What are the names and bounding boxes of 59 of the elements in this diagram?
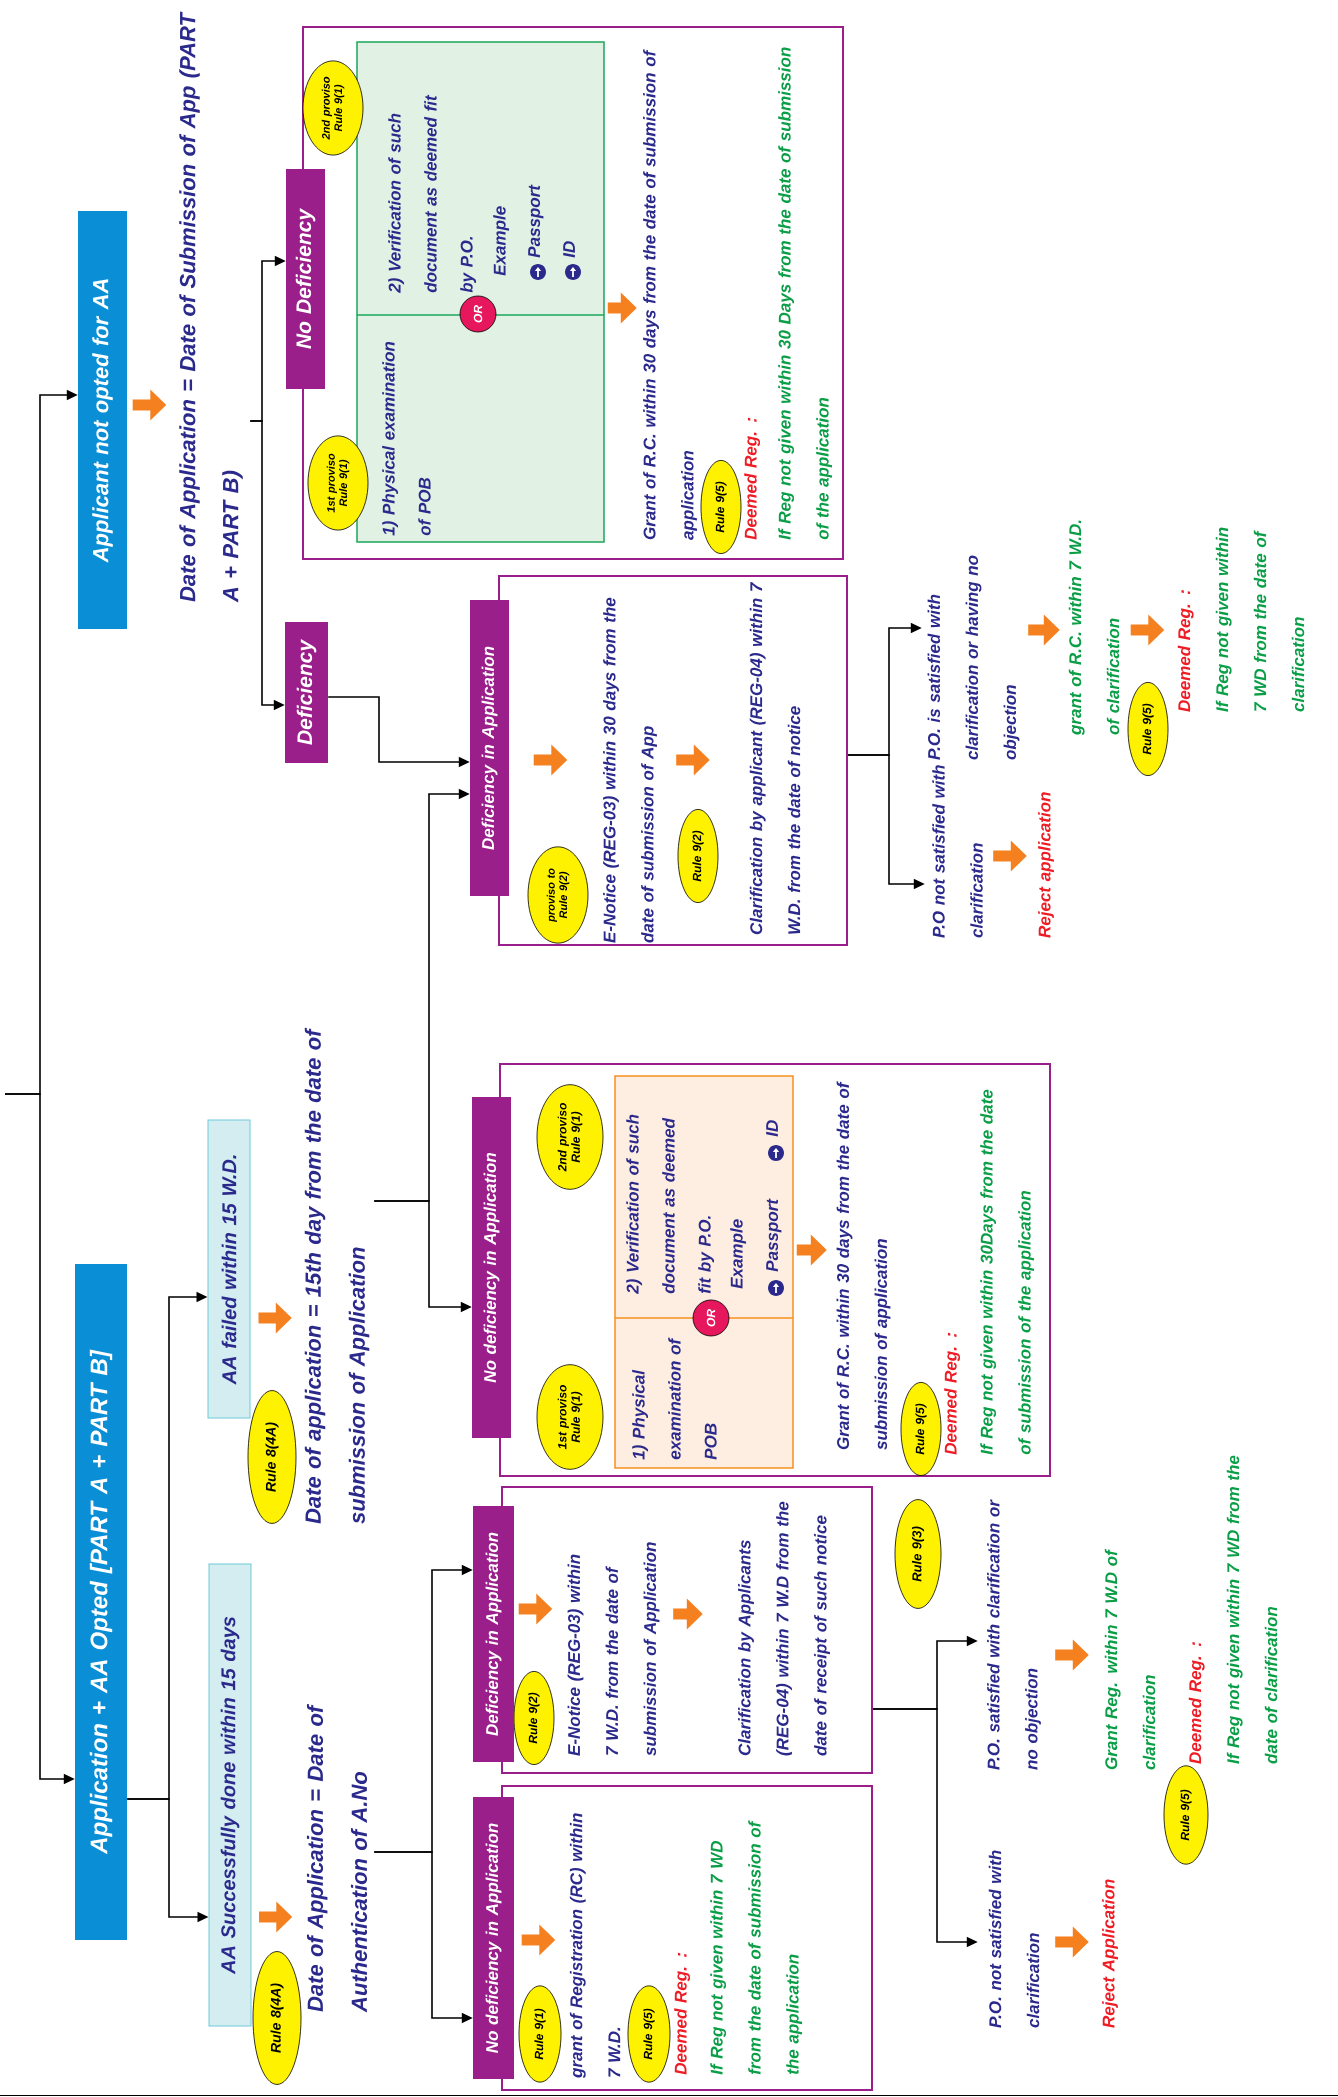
option-text: 2) Verification of such document as deemed fit by P.O. <box>388 94 477 294</box>
option-panel <box>614 1075 794 1469</box>
rule-badge: Rule 8(4A) <box>252 1951 302 2085</box>
stage-banner: Application + AA Opted [PART A + PART B] <box>75 1264 127 1940</box>
step-text: Reject Application <box>1102 1879 1118 2028</box>
rule-badge: Rule 9(2) <box>677 809 719 903</box>
step-text: Date of application = 15th day from the date of submission of Application <box>304 1027 370 1524</box>
step-text: Grant Reg. within 7 W.D of clarification <box>1104 1548 1156 1770</box>
step-text: Grant of R.C. within 30 days from the date of submission of application <box>836 1081 891 1450</box>
heading-tab: No deficiency in Application <box>473 1797 514 2079</box>
status-box: AA Successfully done within 15 days <box>208 1563 252 2027</box>
step-text: Deemed Reg. : If Reg not given within 7 WD from the date of clarification <box>1188 1455 1278 1764</box>
step-text: Date of Application = Date of Authentication of A.No <box>306 1704 368 2013</box>
option-text: Passport <box>766 1198 782 1272</box>
rule-badge: Rule 9(5) <box>900 1382 942 1476</box>
heading-tab: Deficiency in Application <box>470 600 509 896</box>
option-text: Passport <box>528 184 544 258</box>
option-text: 1) Physical examination of POB <box>382 341 431 536</box>
step-text: P.O. satisfied with clarification or no objection <box>987 1499 1041 1770</box>
rule-badge: proviso to Rule 9(2) <box>527 846 589 944</box>
rule-badge: Rule 9(5) <box>1163 1765 1209 1865</box>
rule-badge: Rule 9(5) <box>700 460 742 554</box>
step-text: E-Notice (REG-03) within 7 W.D. from the date of submission of Application <box>567 1542 660 1756</box>
step-text: Grant of R.C. within 30 days from the date of submission of application <box>643 49 697 540</box>
step-text: grant of R.C. within 7 W.D. of clarification <box>1068 520 1120 736</box>
step-text: P.O. not satisfied with clarification <box>988 1850 1040 2028</box>
rule-badge: Rule 8(4A) <box>247 1390 297 1524</box>
or-badge: OR <box>692 1299 730 1337</box>
step-text: Clarification by Applicants (REG-04) within 7 W.D from the date of receipt of such notice <box>738 1501 830 1756</box>
rule-badge: Rule 9(1) <box>518 1985 562 2083</box>
rule-badge: Rule 9(5) <box>1127 682 1169 776</box>
step-text: Reject application <box>1038 792 1054 938</box>
rule-badge: 2nd proviso Rule 9(1) <box>536 1084 604 1190</box>
rule-badge: Rule 9(2) <box>513 1671 555 1765</box>
rule-badge: 1st proviso Rule 9(1) <box>307 435 369 531</box>
stage-banner: Applicant not opted for AA <box>78 211 127 629</box>
option-text: 2) Verification of such document as deemed fit by P.O. <box>626 1114 715 1295</box>
step-text: Clarification by applicant (REG-04) within 7 W.D. from the date of notice <box>749 582 801 935</box>
rule-badge: 2nd proviso Rule 9(1) <box>302 60 364 156</box>
or-badge: OR <box>459 295 497 333</box>
heading-tab: No Deficiency <box>286 169 325 389</box>
option-text: 1) Physical examination of POB <box>632 1337 717 1460</box>
option-text: ID <box>766 1120 778 1137</box>
rule-badge: Rule 9(5) <box>627 1985 671 2083</box>
option-text: Example <box>493 206 510 276</box>
heading-tab: No deficiency in Application <box>472 1097 511 1438</box>
step-text: E-Notice (REG-03) within 30 days from the date of submission of App <box>603 597 657 943</box>
step-text: P.O not satisfied with clarification <box>932 765 983 938</box>
status-box: AA failed within 15 W.D. <box>207 1119 251 1419</box>
option-text: ID <box>563 241 575 258</box>
step-text: Date of Application = Date of Submission of App (PART A + PART B) <box>179 11 243 603</box>
option-panel <box>356 41 605 543</box>
heading-tab: Deficiency <box>285 622 328 763</box>
option-text: Example <box>730 1219 747 1289</box>
heading-tab: Deficiency in Application <box>473 1506 514 1762</box>
step-text: grant of Registration (RC) within 7 W.D. <box>569 1813 621 2079</box>
rule-badge: Rule 9(3) <box>894 1499 942 1609</box>
step-text: Deemed Reg. : If Reg not given within 7 WD from the date of clarification <box>1177 527 1305 712</box>
rule-badge: 1st proviso Rule 9(1) <box>536 1364 604 1470</box>
